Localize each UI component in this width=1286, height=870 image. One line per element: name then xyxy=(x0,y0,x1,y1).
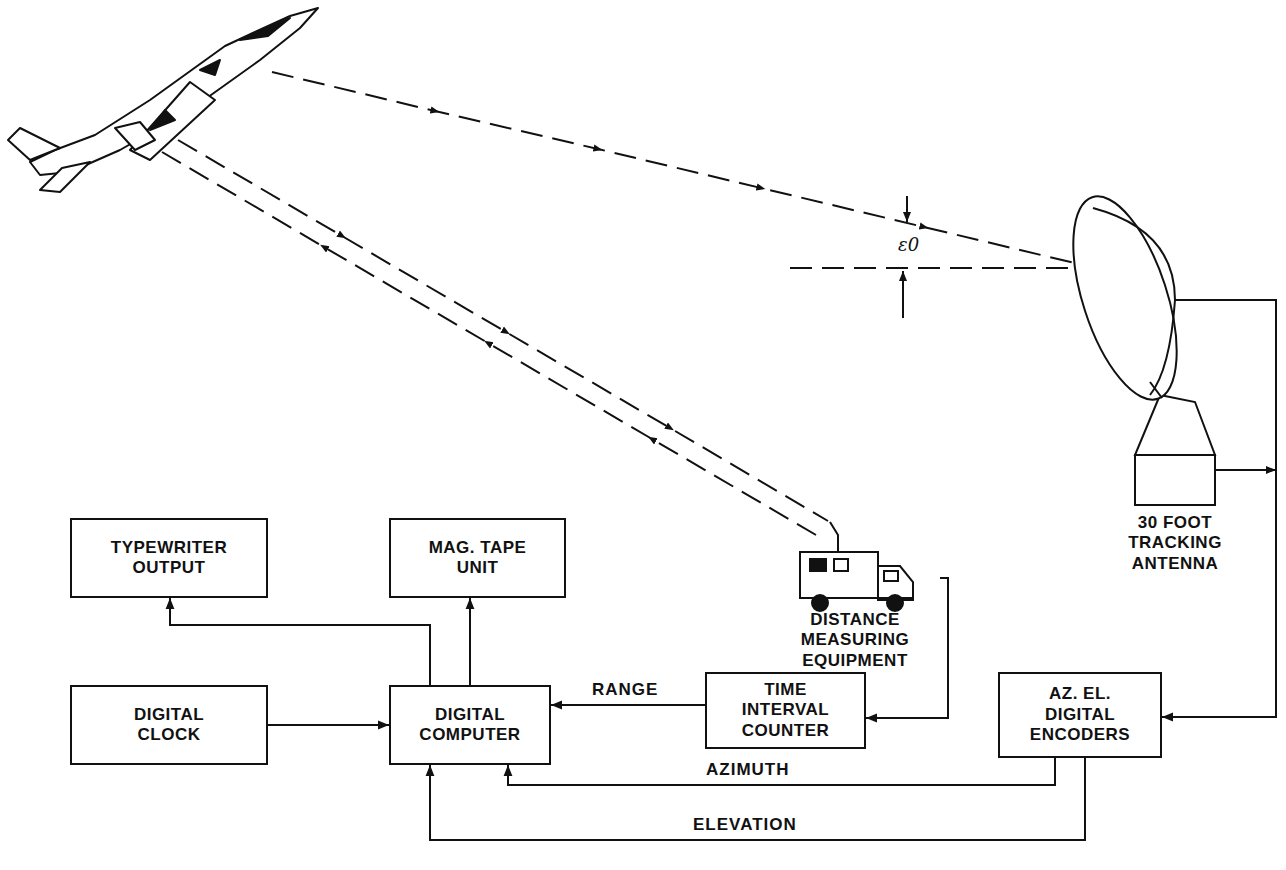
counter-box: TIME INTERVAL COUNTER xyxy=(705,672,866,749)
node-text: 30 FOOT TRACKING ANTENNA xyxy=(1115,513,1235,574)
measuring-truck: DISTANCE MEASURING EQUIPMENT xyxy=(770,540,940,675)
signal-wire xyxy=(551,704,705,706)
signal-path xyxy=(162,72,1087,535)
signal-label: ELEVATION xyxy=(690,815,800,835)
signal-label: AZIMUTH xyxy=(703,760,792,780)
angle-marker xyxy=(903,196,907,318)
signal-label: RANGE xyxy=(589,680,661,700)
aircraft xyxy=(8,8,318,192)
output-box: MAG. TAPE UNIT xyxy=(389,518,566,598)
angle-label: ε0 xyxy=(898,234,919,255)
signal-wire xyxy=(508,758,1055,785)
signal-wire xyxy=(430,758,1085,840)
computer-box: DIGITAL COMPUTER xyxy=(389,685,551,765)
tracking-antenna xyxy=(1052,184,1255,505)
node-text: DIGITAL COMPUTER xyxy=(410,705,530,746)
output-box: TYPEWRITER OUTPUT xyxy=(70,518,268,598)
signal-wire xyxy=(469,598,471,685)
node-text: AZ. EL. DIGITAL ENCODERS xyxy=(1015,684,1145,745)
node-text: MAG. TAPE UNIT xyxy=(418,538,538,579)
node-text: DISTANCE MEASURING EQUIPMENT xyxy=(770,610,940,671)
encoder-wire xyxy=(1215,469,1276,471)
encoder-box: AZ. EL. DIGITAL ENCODERS xyxy=(998,672,1162,758)
signal-wire xyxy=(1162,300,1276,717)
truck xyxy=(800,522,913,611)
node-text: DIGITAL CLOCK xyxy=(114,705,224,746)
tracking-antenna: 30 FOOT TRACKING ANTENNA xyxy=(1060,188,1255,603)
node-text: TIME INTERVAL COUNTER xyxy=(726,680,846,741)
node-text: TYPEWRITER OUTPUT xyxy=(104,538,234,579)
signal-wire xyxy=(268,724,389,726)
clock-box: DIGITAL CLOCK xyxy=(70,685,268,765)
signal-wire xyxy=(170,598,430,685)
